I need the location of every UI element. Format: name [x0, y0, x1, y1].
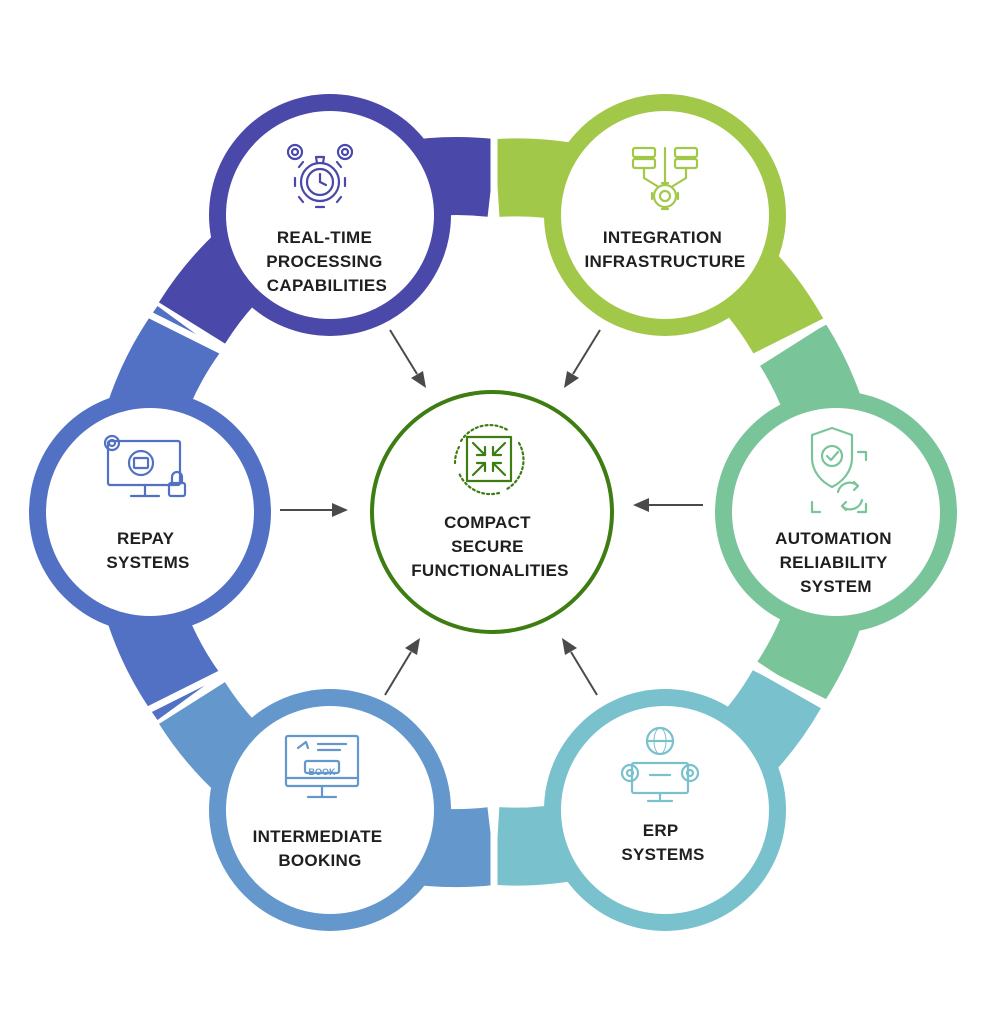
label-erp: ERP SYSTEMS	[621, 821, 704, 864]
label-realtime: REAL-TIME PROCESSING CAPABILITIES	[266, 228, 387, 295]
shield-sync-icon	[810, 426, 868, 514]
gear-clock-icon	[286, 143, 354, 209]
ring-separator	[140, 651, 260, 717]
arrow-repay	[280, 503, 348, 517]
label-line: PROCESSING	[266, 252, 382, 271]
label-automation: AUTOMATION RELIABILITY SYSTEM	[775, 529, 897, 596]
label-line: SYSTEMS	[621, 845, 704, 864]
node-repay	[29, 391, 271, 633]
arrow-automation	[633, 498, 703, 512]
monitor-lock-icon	[103, 434, 187, 498]
label-line: INFRASTRUCTURE	[585, 252, 746, 271]
node-booking	[209, 689, 451, 931]
ring-separator	[728, 651, 848, 717]
node-inner	[226, 111, 434, 319]
server-gear-icon	[631, 146, 699, 211]
label-line: REAL-TIME	[277, 228, 372, 247]
globe-monitor-icon	[620, 726, 700, 803]
label-line: INTEGRATION	[603, 228, 722, 247]
label-line: REPAY	[117, 529, 175, 548]
label-line: SECURE	[451, 537, 524, 556]
node-erp	[544, 689, 786, 931]
ring-separators	[140, 120, 848, 904]
ring-separator	[140, 307, 260, 373]
label-line: RELIABILITY	[780, 553, 888, 572]
arrow-erp	[562, 638, 598, 696]
arrow-realtime	[389, 329, 426, 388]
arrow-integration	[564, 329, 601, 388]
label-line: ERP	[643, 821, 679, 840]
arrow-booking	[384, 638, 420, 696]
label-center: COMPACT SECURE FUNCTIONALITIES	[411, 513, 569, 580]
label-line: BOOKING	[278, 851, 361, 870]
label-line: COMPACT	[444, 513, 531, 532]
node-inner	[226, 706, 434, 914]
node-inner	[46, 408, 254, 616]
label-booking: INTERMEDIATE BOOKING	[253, 827, 388, 870]
label-line: CAPABILITIES	[267, 276, 387, 295]
node-inner	[561, 706, 769, 914]
label-line: INTERMEDIATE	[253, 827, 383, 846]
book-monitor-icon	[284, 734, 360, 799]
label-line: AUTOMATION	[775, 529, 892, 548]
center-node	[370, 390, 614, 634]
node-inner	[561, 111, 769, 319]
center-circle	[370, 390, 614, 634]
label-line: FUNCTIONALITIES	[411, 561, 569, 580]
label-repay: REPAY SYSTEMS	[106, 529, 189, 572]
label-line: SYSTEMS	[106, 553, 189, 572]
node-realtime	[209, 94, 451, 336]
book-icon-text: BOOK	[309, 767, 337, 777]
ring-separator	[728, 307, 848, 373]
node-integration	[544, 94, 786, 336]
label-line: SYSTEM	[800, 577, 872, 596]
node-automation	[715, 391, 957, 633]
label-integration: INTEGRATION INFRASTRUCTURE	[585, 228, 746, 271]
node-inner	[732, 408, 940, 616]
compress-arrows-icon	[453, 424, 525, 496]
